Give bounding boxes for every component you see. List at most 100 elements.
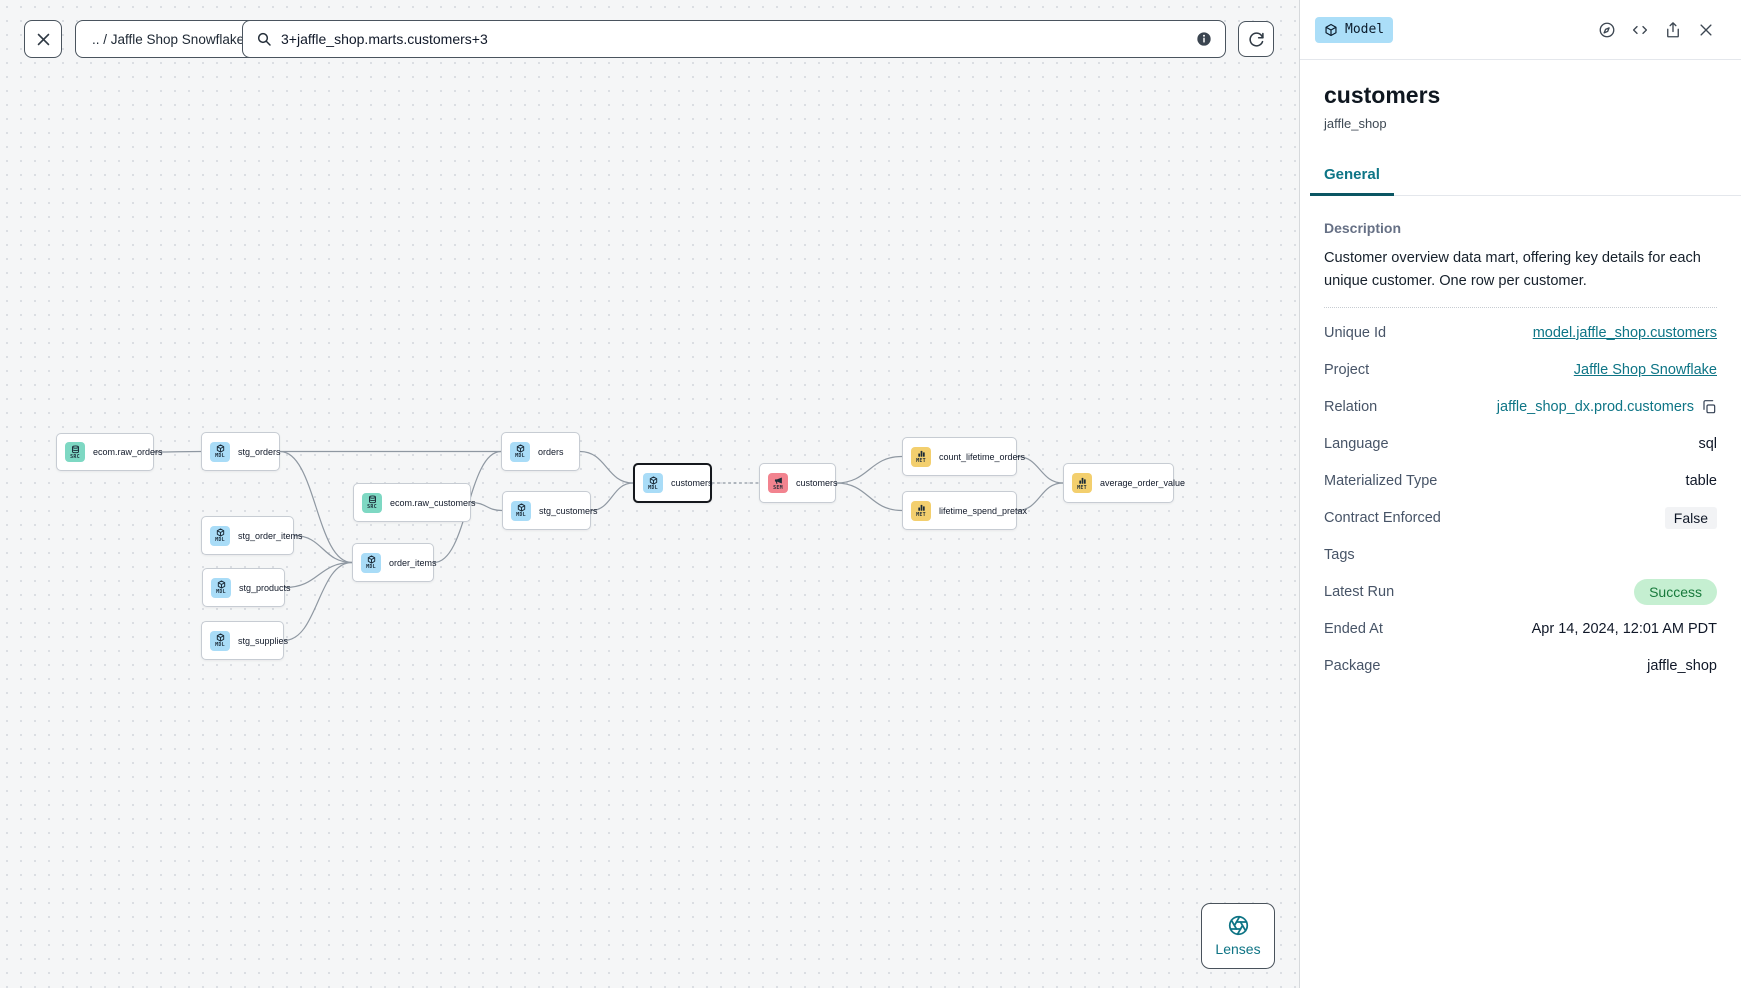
field-row: Language sql xyxy=(1324,425,1717,462)
lineage-edges xyxy=(153,450,1064,642)
source-icon: SRC xyxy=(362,492,382,513)
field-label: Ended At xyxy=(1324,620,1383,637)
field-row: Project Jaffle Shop Snowflake xyxy=(1324,351,1717,388)
node-label: ecom.raw_customers xyxy=(390,497,476,508)
node-lifetime_spend_pretax[interactable]: MET lifetime_spend_pretax xyxy=(902,491,1027,530)
copy-icon[interactable] xyxy=(1701,399,1717,415)
metric-icon: MET xyxy=(1072,473,1092,493)
page-title: customers xyxy=(1324,82,1441,108)
source-icon: SRC xyxy=(65,442,85,462)
metric-icon: MET xyxy=(911,446,931,467)
node-label: customers xyxy=(796,478,838,488)
node-stg_customers[interactable]: MDL stg_customers xyxy=(502,491,598,530)
refresh-button[interactable] xyxy=(1238,21,1274,57)
field-label: Materialized Type xyxy=(1324,472,1438,489)
node-count_lifetime_orders[interactable]: MET count_lifetime_orders xyxy=(902,437,1025,476)
breadcrumb-label: .. / Jaffle Shop Snowflake xyxy=(92,31,245,47)
field-row: Unique Id model.jaffle_shop.customers xyxy=(1324,314,1717,351)
field-value: jaffle_shop xyxy=(1647,657,1717,674)
explore-icon[interactable] xyxy=(1598,21,1616,39)
model-icon: MDL xyxy=(361,552,381,573)
node-label: stg_order_items xyxy=(238,530,303,541)
node-label: stg_products xyxy=(239,582,291,593)
node-customers_sem[interactable]: SEM customers xyxy=(759,463,838,503)
model-icon: MDL xyxy=(643,473,663,493)
detail-panel: Model customers jaffle_shop xyxy=(1299,0,1741,988)
close-icon[interactable] xyxy=(1697,21,1715,39)
field-value[interactable]: model.jaffle_shop.customers xyxy=(1532,324,1717,341)
node-stg_orders[interactable]: MDL stg_orders xyxy=(201,432,281,471)
field-value: Apr 14, 2024, 12:01 AM PDT xyxy=(1531,620,1717,637)
node-label: count_lifetime_orders xyxy=(939,451,1026,462)
tab-general[interactable]: General xyxy=(1310,157,1394,196)
field-row: Package jaffle_shop xyxy=(1324,647,1717,684)
node-stg_order_items[interactable]: MDL stg_order_items xyxy=(201,516,303,555)
share-icon[interactable] xyxy=(1664,21,1682,39)
node-customers[interactable]: MDL customers xyxy=(633,463,713,503)
field-label: Language xyxy=(1324,435,1389,452)
field-label: Project xyxy=(1324,361,1370,378)
node-orders[interactable]: MDL orders xyxy=(501,432,580,471)
model-icon: MDL xyxy=(510,441,530,462)
node-label: average_order_value xyxy=(1100,478,1186,488)
field-row: Materialized Type table xyxy=(1324,462,1717,499)
node-label: orders xyxy=(538,446,564,457)
field-value: False xyxy=(1664,506,1717,529)
field-label: Contract Enforced xyxy=(1324,509,1441,526)
aperture-icon xyxy=(1228,915,1248,936)
node-label: lifetime_spend_pretax xyxy=(939,505,1028,516)
lenses-button[interactable]: Lenses xyxy=(1201,903,1275,969)
search-input[interactable] xyxy=(281,31,1187,47)
field-row: Ended At Apr 14, 2024, 12:01 AM PDT xyxy=(1324,610,1717,647)
node-raw_customers[interactable]: SRC ecom.raw_customers xyxy=(353,483,476,522)
field-label: Package xyxy=(1324,657,1381,674)
node-average_order_value[interactable]: MET average_order_value xyxy=(1063,463,1185,503)
resource-type-badge: Model xyxy=(1315,16,1394,43)
field-row: Latest Run Success xyxy=(1324,573,1717,610)
metric-icon: MET xyxy=(911,500,931,521)
field-label: Unique Id xyxy=(1324,324,1387,341)
node-label: ecom.raw_orders xyxy=(93,447,163,457)
search-icon xyxy=(257,32,271,46)
model-icon: MDL xyxy=(211,577,231,598)
panel-tabs: General xyxy=(1310,157,1741,196)
node-label: stg_customers xyxy=(539,505,598,516)
field-label: Latest Run xyxy=(1324,583,1395,600)
description-text: Customer overview data mart, offering ke… xyxy=(1324,250,1701,289)
model-icon: MDL xyxy=(210,441,230,462)
node-label: order_items xyxy=(389,557,437,568)
panel-header: Model xyxy=(1300,0,1741,60)
code-icon[interactable] xyxy=(1631,21,1649,39)
node-label: stg_orders xyxy=(238,446,281,457)
field-row: Relation jaffle_shop_dx.prod.customers xyxy=(1324,388,1717,425)
model-icon: MDL xyxy=(511,500,531,521)
node-label: customers xyxy=(671,478,713,488)
semantic-icon: SEM xyxy=(768,473,788,493)
model-icon: MDL xyxy=(210,525,230,546)
node-stg_supplies[interactable]: MDL stg_supplies xyxy=(201,621,288,660)
lenses-label: Lenses xyxy=(1215,941,1261,957)
description-label: Description xyxy=(1324,220,1402,236)
close-graph-button[interactable] xyxy=(24,20,62,58)
node-raw_orders[interactable]: SRC ecom.raw_orders xyxy=(56,433,163,471)
info-icon[interactable] xyxy=(1196,31,1212,47)
cube-icon xyxy=(1324,23,1338,37)
field-value[interactable]: jaffle_shop_dx.prod.customers xyxy=(1496,398,1694,415)
resource-type-label: Model xyxy=(1345,22,1385,37)
field-value: Success xyxy=(1634,578,1717,605)
model-icon: MDL xyxy=(210,630,230,651)
node-stg_products[interactable]: MDL stg_products xyxy=(202,568,291,607)
node-order_items[interactable]: MDL order_items xyxy=(352,543,437,582)
field-value: sql xyxy=(1698,435,1717,452)
refresh-icon xyxy=(1248,31,1265,48)
lineage-canvas[interactable]: SRC ecom.raw_orders MDL stg_orders SRC e… xyxy=(0,0,1299,988)
field-list: Unique Id model.jaffle_shop.customers Pr… xyxy=(1324,314,1717,684)
field-value: table xyxy=(1685,472,1717,489)
field-row: Contract Enforced False xyxy=(1324,499,1717,536)
field-value[interactable]: Jaffle Shop Snowflake xyxy=(1573,361,1717,378)
node-label: stg_supplies xyxy=(238,635,289,646)
breadcrumb[interactable]: .. / Jaffle Shop Snowflake xyxy=(75,20,262,58)
lineage-search xyxy=(242,20,1226,58)
field-label: Tags xyxy=(1324,546,1355,563)
